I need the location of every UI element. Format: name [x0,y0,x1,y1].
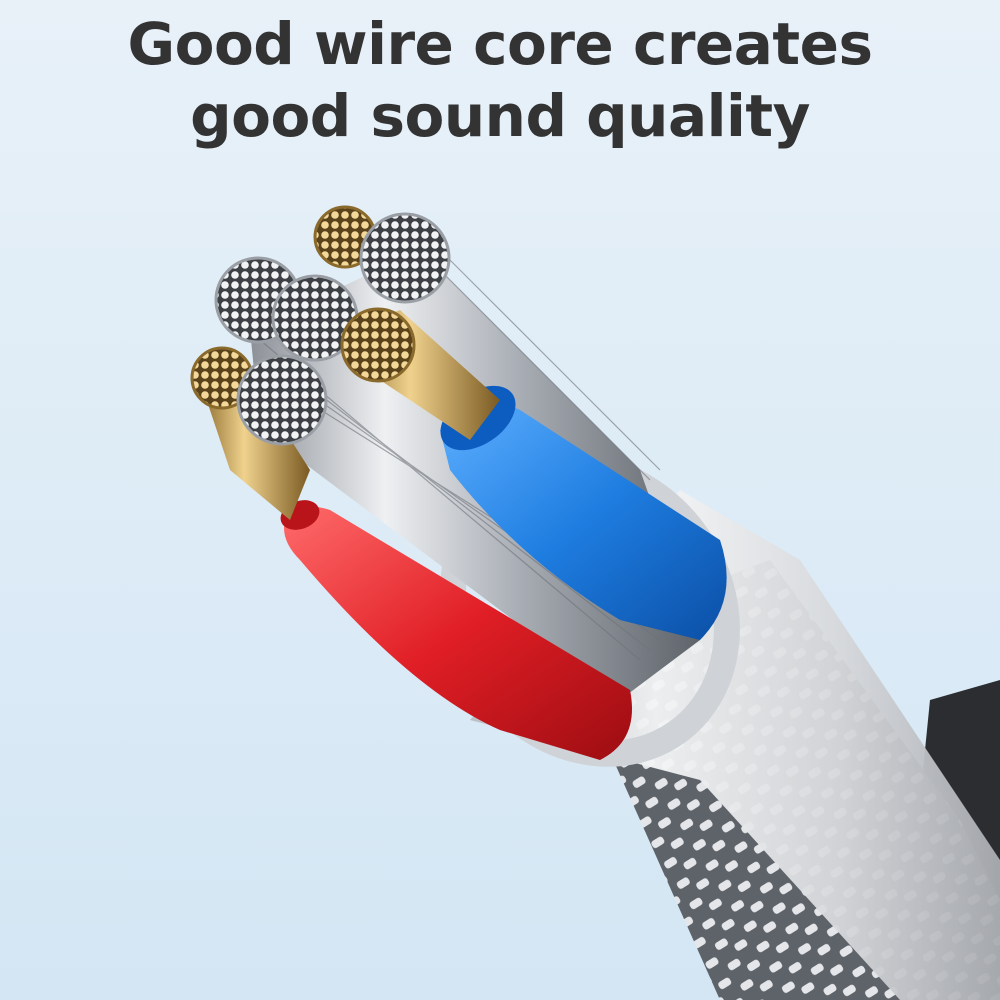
headline-line-2: good sound quality [190,82,810,150]
headline-line-1: Good wire core creates [127,10,873,78]
blue-insulation [440,403,727,640]
headline: Good wire core creates good sound qualit… [0,8,1000,152]
silver-strand-end-bottom [236,354,328,446]
red-insulation [284,506,632,760]
gold-strand-end-center [340,307,416,383]
silver-strand-end-top-right [359,212,451,304]
